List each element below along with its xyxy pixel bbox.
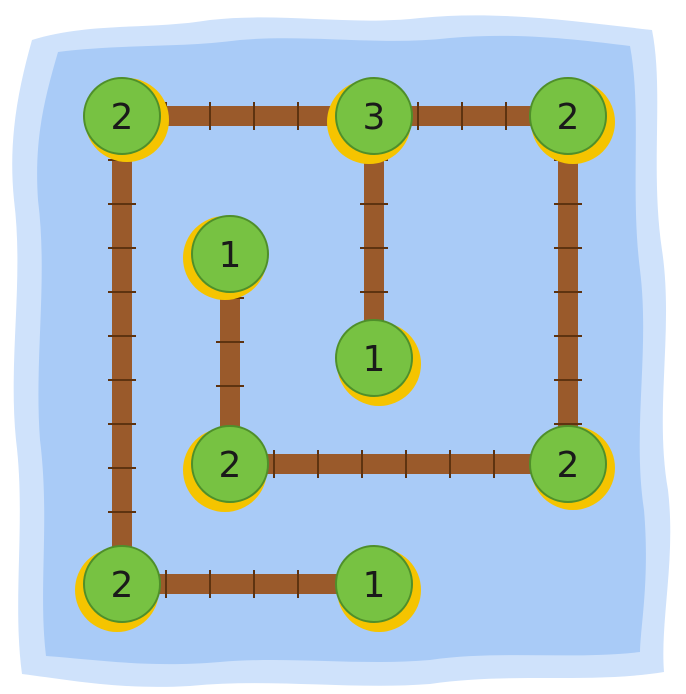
island-grass (335, 319, 413, 397)
islands-layer: 2 3 2 1 1 2 2 2 1 (75, 77, 615, 632)
island-number: 1 (219, 235, 242, 276)
island-grass (191, 425, 269, 503)
bridge-i1-i8[interactable] (108, 116, 136, 584)
island-number: 2 (111, 565, 134, 606)
island-i1[interactable]: 2 (83, 77, 169, 162)
island-i3[interactable]: 2 (529, 77, 615, 164)
island-i6[interactable]: 2 (183, 425, 269, 512)
island-i7[interactable]: 2 (529, 425, 615, 510)
island-i2[interactable]: 3 (327, 77, 413, 164)
bridge-i6-i7[interactable] (230, 450, 568, 478)
island-i8[interactable]: 2 (75, 545, 161, 632)
island-number: 1 (363, 565, 386, 606)
island-grass (529, 425, 607, 503)
island-number: 1 (363, 339, 386, 380)
island-i4[interactable]: 1 (183, 215, 269, 300)
island-i9[interactable]: 1 (335, 545, 421, 632)
island-grass (83, 77, 161, 155)
island-grass (529, 77, 607, 155)
island-number: 2 (111, 97, 134, 138)
island-number: 3 (363, 97, 386, 138)
island-number: 2 (557, 445, 580, 486)
island-grass (83, 545, 161, 623)
island-grass (335, 545, 413, 623)
island-i5[interactable]: 1 (335, 319, 421, 406)
island-number: 2 (557, 97, 580, 138)
island-number: 2 (219, 445, 242, 486)
island-grass (335, 77, 413, 155)
bridge-i3-i7[interactable] (554, 116, 582, 464)
island-grass (191, 215, 269, 293)
